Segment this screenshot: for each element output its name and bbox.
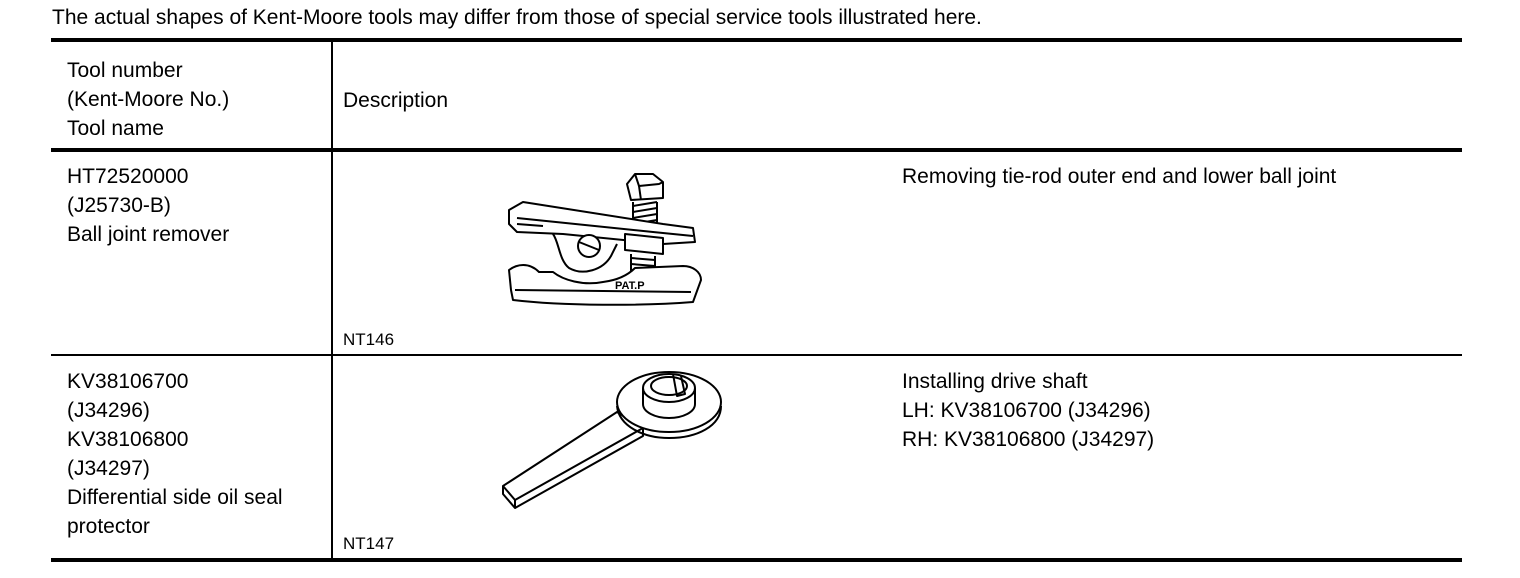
description-cell: PAT.P NT146 Removing tie-rod outer end a… [333,152,1462,354]
page-note: The actual shapes of Kent-Moore tools ma… [52,6,982,29]
header-description-label: Description [343,89,449,112]
tool-cell: HT72520000 (J25730-B) Ball joint remover [51,152,333,354]
table-bottom-rule [51,558,1462,562]
tool-number: HT72520000 [67,165,189,188]
illustration-label: PAT.P [615,280,645,292]
table-row: KV38106700 (J34296) KV38106800 (J34297) … [51,356,1462,558]
row-separator [51,354,1462,356]
header-tool-line: Tool number [67,59,183,82]
ball-joint-remover-illustration: PAT.P [508,173,702,306]
tool-name: Ball joint remover [67,223,230,246]
tool-number: KV38106800 [67,428,189,451]
description-line: LH: KV38106700 (J34296) [902,399,1151,422]
tool-name: protector [67,515,150,538]
description-cell: NT147 Installing drive shaft LH: KV38106… [333,356,1462,558]
tool-description: Installing drive shaft LH: KV38106700 (J… [902,367,1154,454]
tool-name: Differential side oil seal [67,486,283,509]
figure-code: NT146 [343,330,395,349]
oil-seal-protector-illustration [502,371,722,509]
tool-cell: KV38106700 (J34296) KV38106800 (J34297) … [51,356,333,558]
header-rule [51,148,1462,152]
table-row: HT72520000 (J25730-B) Ball joint remover [51,152,1462,354]
kent-moore-number: (J25730-B) [67,194,171,217]
header-tool-cell: Tool number (Kent-Moore No.) Tool name [51,42,333,148]
header-tool-line: Tool name [67,117,164,140]
description-line: Installing drive shaft [902,370,1088,393]
header-tool-line: (Kent-Moore No.) [67,88,230,111]
tool-description: Removing tie-rod outer end and lower bal… [902,162,1336,191]
special-service-tools-table: Tool number (Kent-Moore No.) Tool name D… [51,38,1462,562]
description-line: Removing tie-rod outer end and lower bal… [902,165,1337,188]
kent-moore-number: (J34297) [67,457,150,480]
tool-number: KV38106700 [67,370,189,393]
header-description-cell: Description [333,42,1462,148]
description-line: RH: KV38106800 (J34297) [902,428,1155,451]
table-top-rule [51,38,1462,42]
figure-code: NT147 [343,534,395,553]
kent-moore-number: (J34296) [67,399,150,422]
table-header-row: Tool number (Kent-Moore No.) Tool name D… [51,42,1462,148]
